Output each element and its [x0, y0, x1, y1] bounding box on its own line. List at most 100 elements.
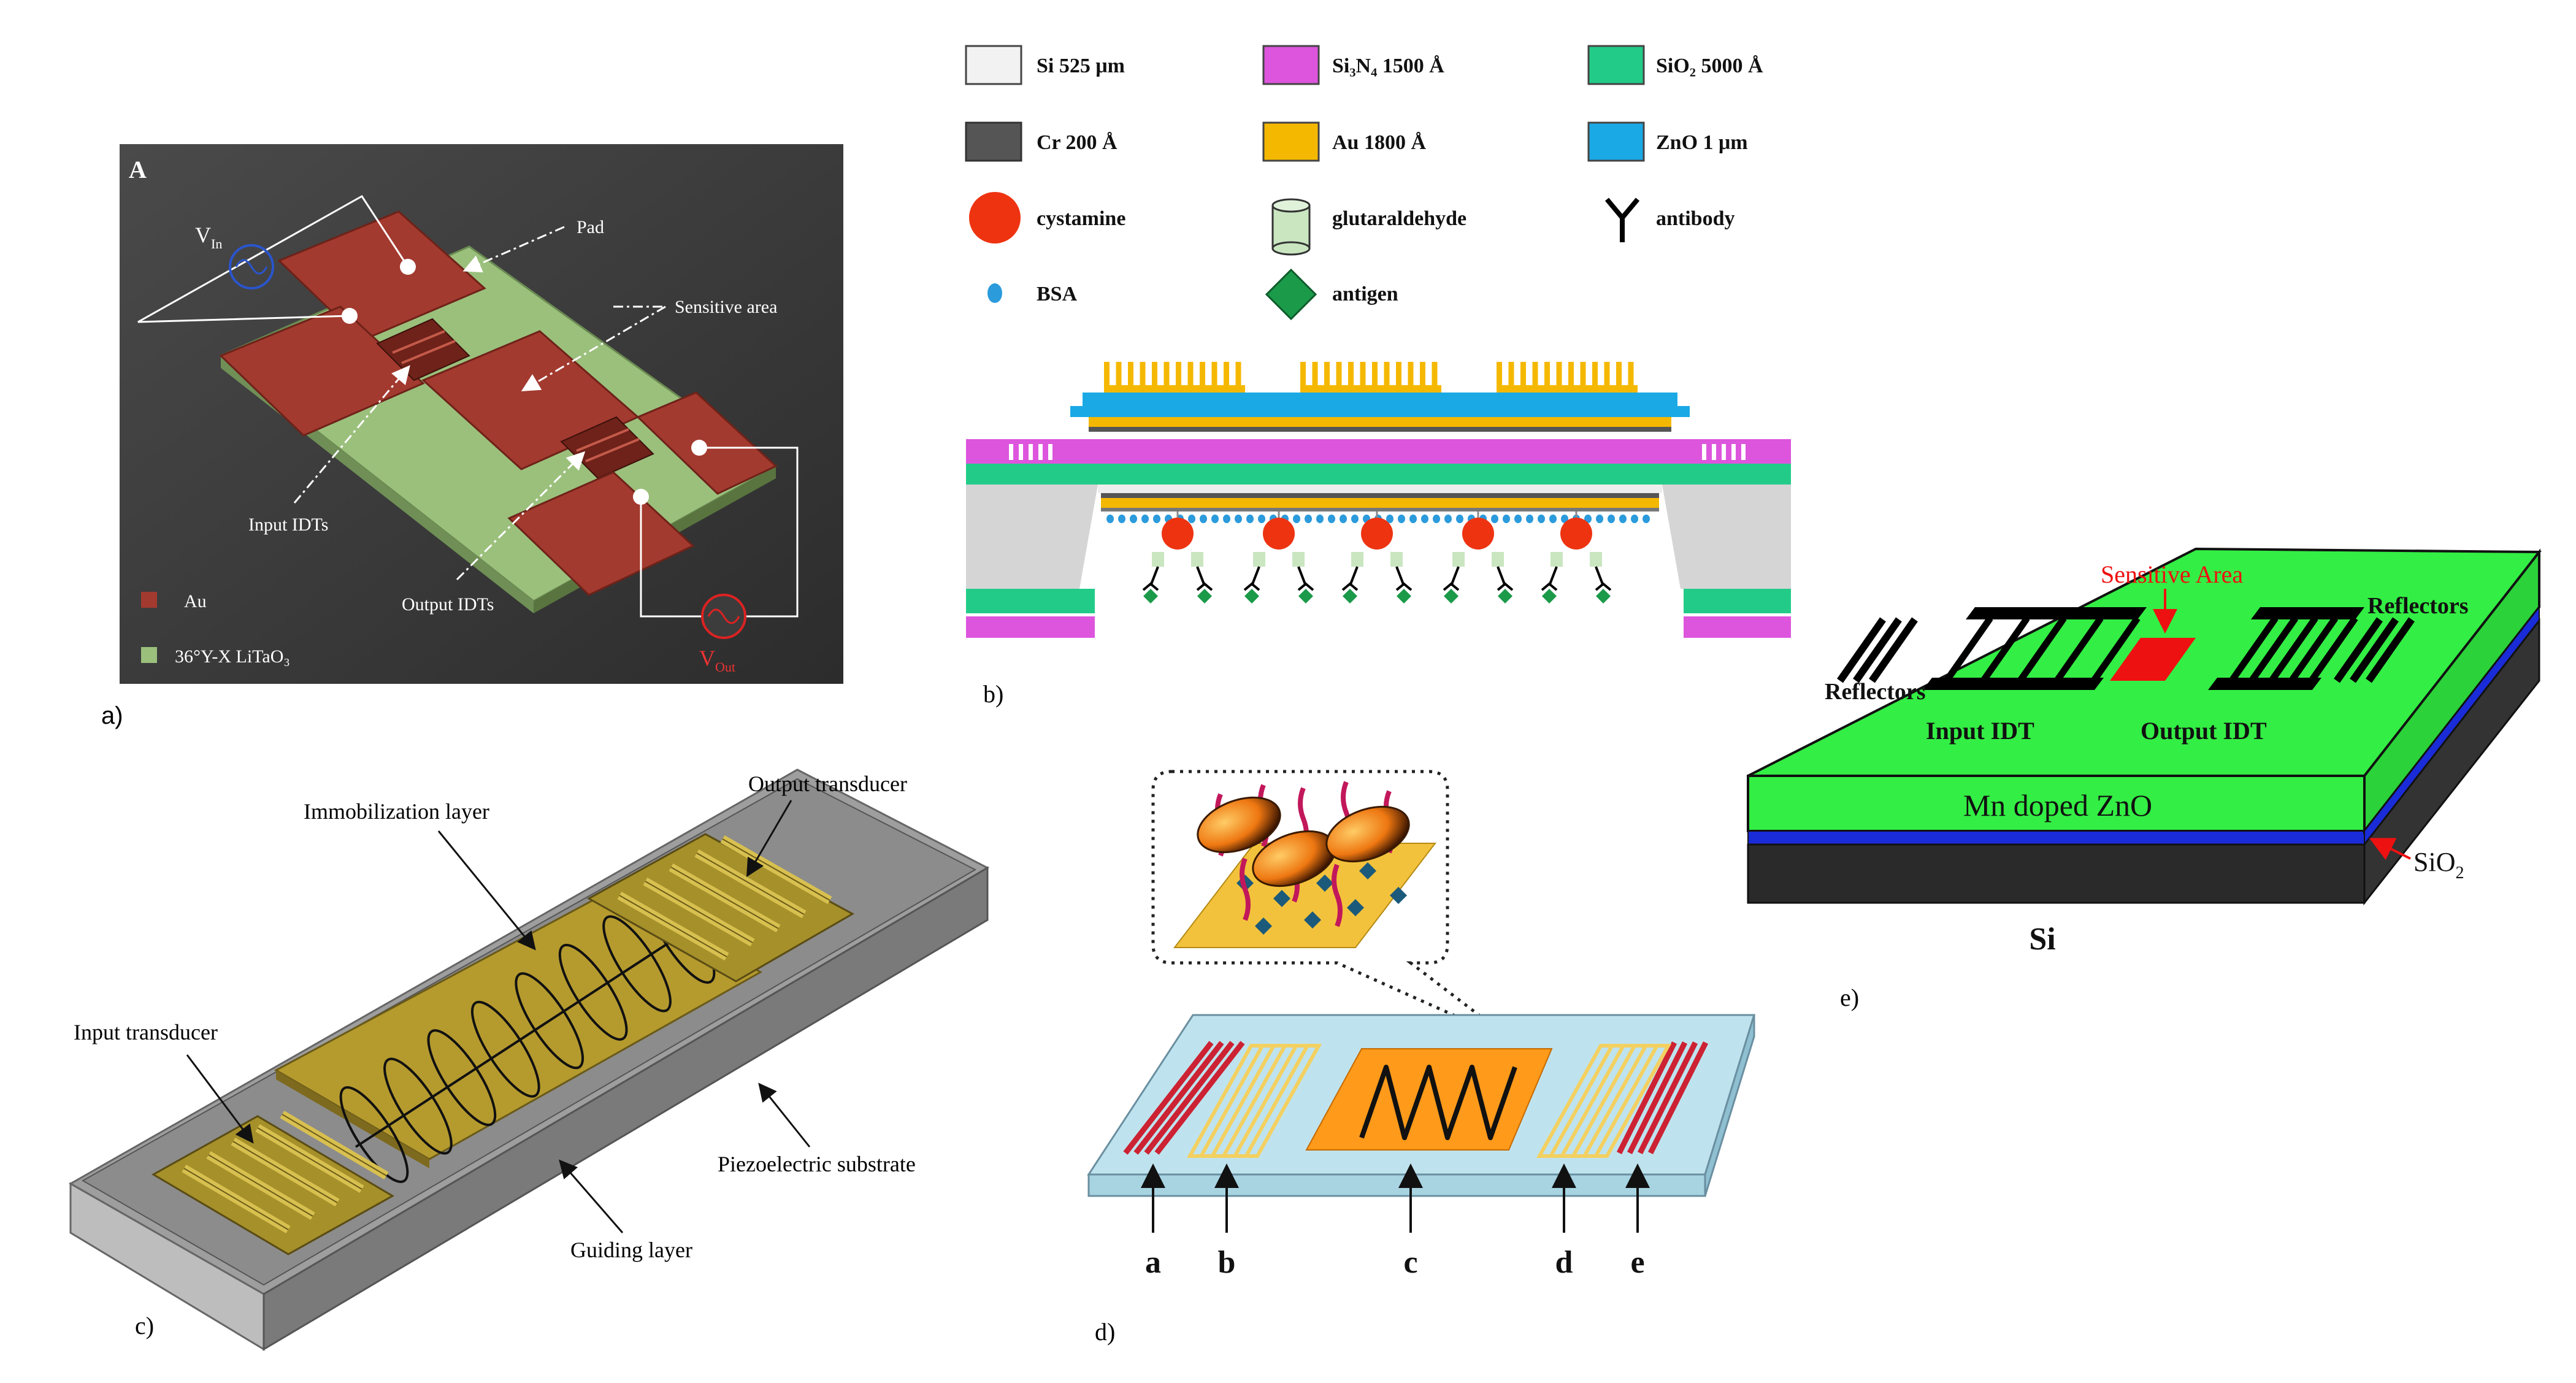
idt-finger: [1544, 362, 1550, 386]
panel-b: Si 525 μm Si₃N₄ 1500 Å SiO₂ 5000 Å Cr 20…: [965, 45, 1791, 708]
legend-antibody-label: antibody: [1656, 207, 1735, 230]
panel-b-zno-lower: [1070, 406, 1690, 417]
antibody-stem: [1497, 566, 1506, 586]
panel-e-si-label: Si: [2029, 922, 2055, 957]
reflector-strip: [1869, 617, 1918, 683]
antigen: [1498, 589, 1512, 603]
idt-finger: [1104, 362, 1110, 386]
panel-b-si3n4-bottom-right: [1684, 616, 1791, 638]
panel-c-output-transducer-arrow: [746, 800, 792, 878]
bsa-dot: [1258, 515, 1265, 523]
legend-cystamine-label: cystamine: [1037, 207, 1125, 230]
antigen: [1397, 589, 1411, 603]
idt-finger: [1582, 1044, 1647, 1157]
idt-finger: [1224, 362, 1229, 386]
bsa-dot: [1340, 515, 1347, 523]
reflector-strip: [1853, 617, 1902, 683]
element-letter: e: [1630, 1245, 1644, 1280]
idt-finger: [1420, 362, 1425, 386]
idt-finger: [1336, 362, 1342, 386]
bsa-dot: [1608, 515, 1615, 523]
idt-finger: [1549, 1044, 1614, 1157]
panel-a-sensitive-label: Sensitive area: [675, 297, 777, 317]
antibody-arms: [1142, 582, 1159, 591]
panel-a-label: a): [101, 702, 123, 729]
bsa-dot: [1421, 515, 1428, 523]
antibody-stem: [1297, 566, 1307, 586]
glutaraldehyde: [1152, 552, 1164, 567]
antigen: [1244, 589, 1259, 603]
panel-a-vin-wire: [137, 195, 409, 323]
panel-e-sio2-front: [1747, 830, 2365, 845]
legend-sio2-label: SiO₂ 5000 Å: [1656, 55, 1763, 77]
cystamine-bead: [1263, 518, 1295, 550]
bsa-dot: [1631, 515, 1638, 523]
glutaraldehyde: [1492, 552, 1504, 567]
glutaraldehyde: [1551, 552, 1563, 567]
idt-finger: [1163, 362, 1170, 386]
antibody-arms: [1497, 582, 1514, 591]
idt-finger: [1384, 362, 1390, 386]
bsa-dot: [1188, 515, 1195, 523]
idt-finger-edge: [645, 881, 753, 943]
bsa-dot: [1409, 515, 1417, 523]
panel-e-sio2-label: SiO2: [2413, 847, 2464, 883]
bsa-dot: [1141, 515, 1149, 523]
element-letter: b: [1218, 1245, 1236, 1280]
idt-finger: [1944, 616, 1993, 682]
idt-finger: [1981, 616, 2030, 682]
idt-finger: [2018, 616, 2067, 682]
reflector-strip: [2334, 617, 2383, 683]
idt-finger: [2055, 616, 2104, 682]
antigen-diamond: [1359, 862, 1376, 879]
bsa-dot: [1130, 515, 1137, 523]
panel-d-wave: [1359, 1065, 1517, 1140]
antibody-arms: [1595, 582, 1612, 591]
idt-bus-bar: [1300, 385, 1441, 393]
antibody-stem: [1450, 566, 1460, 586]
panel-c-substrate-side: [263, 866, 989, 1351]
reflector-finger: [1038, 444, 1043, 460]
panel-b-legend: Si 525 μm Si₃N₄ 1500 Å SiO₂ 5000 Å Cr 20…: [965, 45, 1763, 321]
legend-zno-swatch: [1587, 121, 1645, 162]
panel-e-layer-zno: Mn doped ZnO: [1963, 788, 2152, 822]
panel-a-vin-sine-icon: [235, 259, 268, 275]
bsa-dot: [1305, 515, 1312, 523]
panel-b-si-right: [1662, 485, 1791, 589]
reflector-strip: [2366, 617, 2415, 683]
glutaraldehyde: [1292, 552, 1305, 567]
reflector-finger: [1722, 444, 1726, 460]
panel-a-pad-right-bottom: [507, 471, 695, 596]
element-letter: c: [1403, 1245, 1417, 1280]
antigen-diamond: [1255, 918, 1272, 935]
bsa-dot: [1106, 515, 1114, 523]
idt-finger: [1432, 362, 1438, 386]
idt-finger: [2309, 616, 2358, 682]
antibody-arms: [1341, 582, 1359, 591]
panel-c-input-transducer-arrow: [186, 1054, 254, 1144]
bsa-dot: [1433, 515, 1440, 523]
antibody-stem: [1349, 566, 1359, 586]
idt-finger: [1592, 362, 1598, 386]
legend-au-swatch: [1262, 121, 1320, 162]
glutaraldehyde: [1452, 552, 1465, 567]
antibody-arms: [1443, 582, 1460, 591]
reflector-strip: [1133, 1041, 1224, 1155]
bsa-dot: [1118, 515, 1125, 523]
panel-e-output-idt: Output IDT: [2141, 717, 2267, 745]
reflector-strip: [1647, 1041, 1709, 1155]
panel-b-top-idt-fingers: [1104, 362, 1638, 393]
panel-a-vout-wire: [640, 446, 799, 618]
idt-finger: [1116, 362, 1122, 386]
panel-e-label: e): [1840, 984, 1859, 1011]
reflector-finger: [1019, 444, 1023, 460]
panel-b-zno-upper: [1083, 393, 1677, 406]
antibody-stem: [1149, 566, 1159, 586]
antigen-diamond: [1273, 890, 1290, 907]
antigen: [1596, 589, 1611, 603]
idt-finger-edge: [282, 1114, 387, 1176]
panel-a-input-idts-leader: [293, 365, 410, 504]
